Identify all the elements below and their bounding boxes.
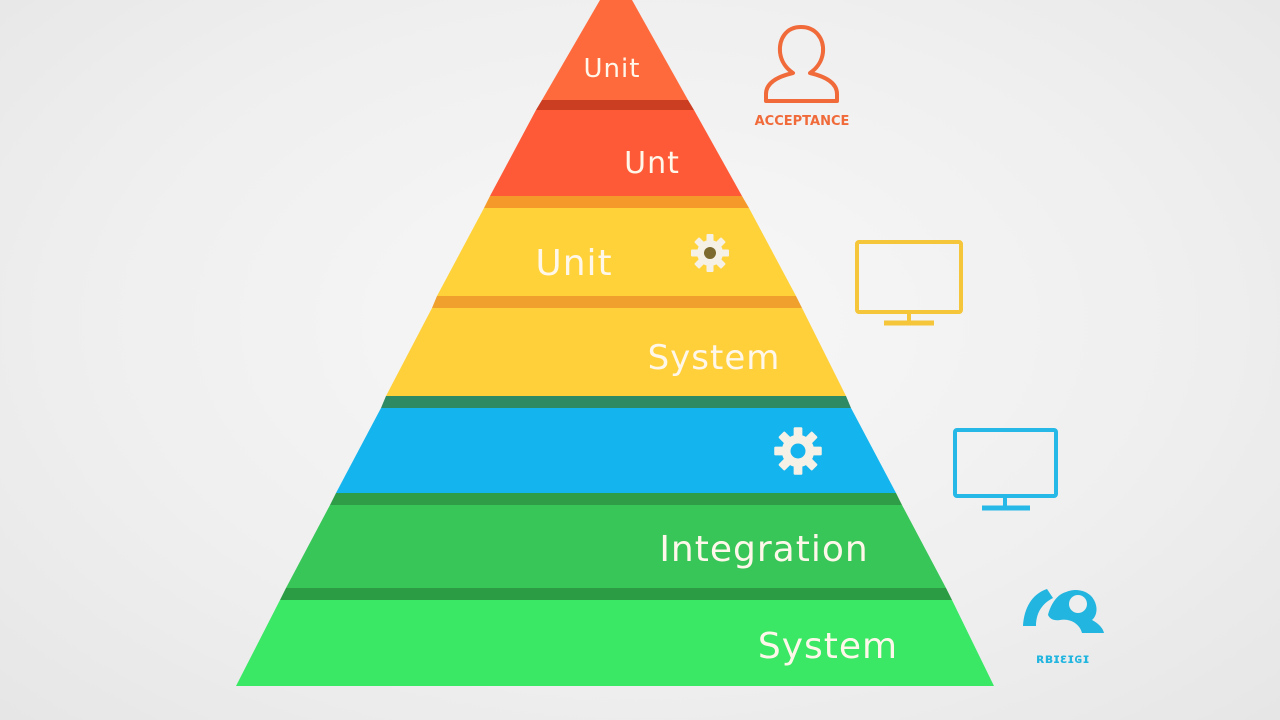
monitor-icon [953,428,1058,511]
tier-4-label: System [648,338,781,378]
tier-separator-6 [280,588,952,600]
tier-1-label: Unit [584,54,641,84]
tier-separator-3 [432,296,802,308]
tier-separator-2 [484,196,749,208]
tier-separator-4 [381,396,851,408]
tier-3-band [437,208,796,296]
tier-2-band [490,110,742,196]
tier-7-label: System [758,626,898,667]
group-label: ʀʙɪɛɪɢɪ [1036,652,1089,667]
pyramid: Unit Unt Unit System Integration System [236,0,994,686]
tier-2-label: Unt [624,146,680,181]
person-icon [764,25,839,103]
gear-icon [774,427,822,475]
tier-1-band [542,0,688,100]
gear-icon [691,234,729,272]
tier-separator-1 [536,100,694,110]
tier-7-band [236,600,994,686]
tier-separator-5 [330,493,902,505]
side-item-group: ʀʙɪɛɪɢɪ [1023,589,1104,667]
tier-6-label: Integration [659,529,868,570]
tier-5-band [336,408,896,493]
tier-6-band [286,505,946,588]
tier-3-label: Unit [535,243,612,284]
acceptance-label: ACCEPTANCE [755,114,850,129]
group-icon [1023,589,1104,633]
monitor-icon [855,240,963,326]
tier-4-band [386,308,846,396]
side-item-acceptance: ACCEPTANCE [755,25,850,129]
